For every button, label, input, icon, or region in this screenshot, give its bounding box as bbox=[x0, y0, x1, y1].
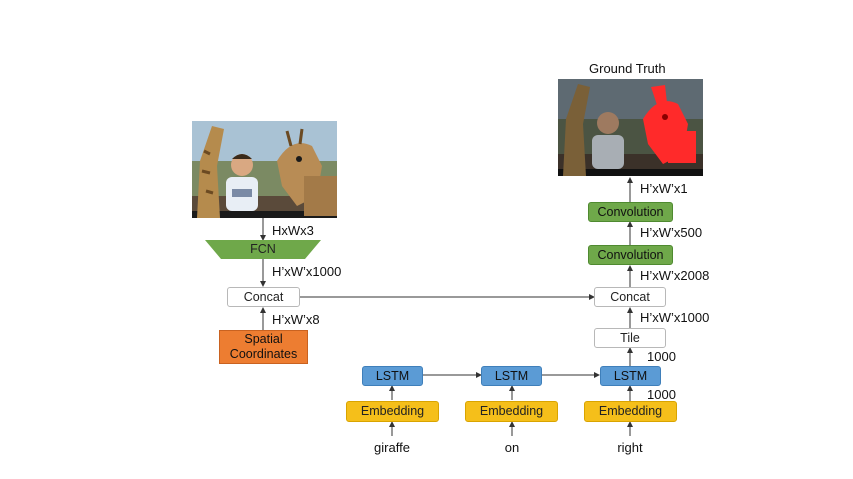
label-1000-a: 1000 bbox=[647, 349, 676, 364]
segmentation-mask-illustration bbox=[558, 79, 703, 176]
embedding-2: Embedding bbox=[465, 401, 558, 422]
fcn-label: FCN bbox=[250, 242, 276, 256]
label-hx1: H’xW’x1 bbox=[640, 181, 688, 196]
concat-right: Concat bbox=[594, 287, 666, 307]
input-photo bbox=[192, 121, 337, 218]
word-giraffe: giraffe bbox=[374, 440, 410, 455]
fcn-block: FCN bbox=[205, 240, 321, 259]
label-h1000-left: H’xW’x1000 bbox=[272, 264, 342, 279]
convolution-bottom: Convolution bbox=[588, 245, 673, 265]
word-on: on bbox=[504, 440, 520, 455]
label-1000-b: 1000 bbox=[647, 387, 676, 402]
concat-left: Concat bbox=[227, 287, 300, 307]
ground-truth-title: Ground Truth bbox=[589, 61, 666, 76]
word-right: right bbox=[617, 440, 643, 455]
label-h1000-right: H’xW’x1000 bbox=[640, 310, 710, 325]
label-hxwx3: HxWx3 bbox=[272, 223, 314, 238]
label-h500: H’xW’x500 bbox=[640, 225, 703, 240]
lstm-2: LSTM bbox=[481, 366, 542, 386]
tile-block: Tile bbox=[594, 328, 666, 348]
embedding-3: Embedding bbox=[584, 401, 677, 422]
lstm-1: LSTM bbox=[362, 366, 423, 386]
ground-truth-photo bbox=[558, 79, 703, 176]
label-h2008: H’xW’x2008 bbox=[640, 268, 710, 283]
spatial-coordinates: Spatial Coordinates bbox=[219, 330, 308, 364]
fcn-trapezoid-shape bbox=[205, 240, 321, 259]
convolution-top: Convolution bbox=[588, 202, 673, 222]
label-h8: H’xW’x8 bbox=[272, 312, 320, 327]
embedding-1: Embedding bbox=[346, 401, 439, 422]
lstm-3: LSTM bbox=[600, 366, 661, 386]
giraffe-photo-illustration bbox=[192, 121, 337, 218]
